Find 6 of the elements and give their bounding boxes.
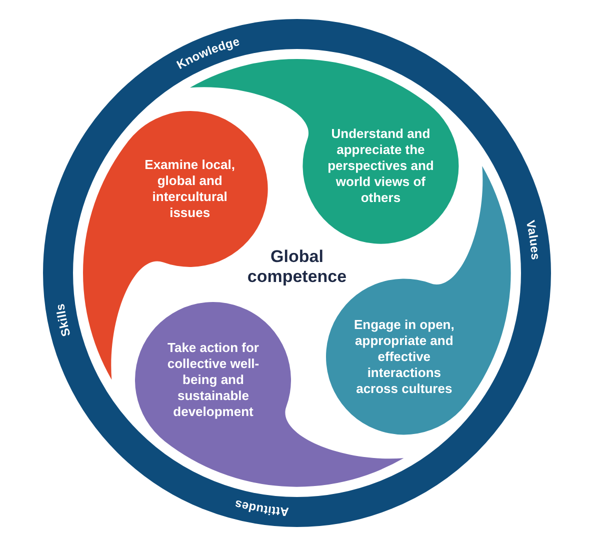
petal-text: Take action for collective well-being and sustainable development [166,340,260,420]
petal-text: Understand and appreciate the perspectives and world views of others [326,126,435,206]
center-label: Global competence [246,247,348,287]
ring-label: Attitudes [233,497,290,519]
petal-text: Engage in open, appropriate and effective interactions across cultures [352,316,456,397]
petal-text: Examine local, global and intercultural issues [144,157,236,222]
